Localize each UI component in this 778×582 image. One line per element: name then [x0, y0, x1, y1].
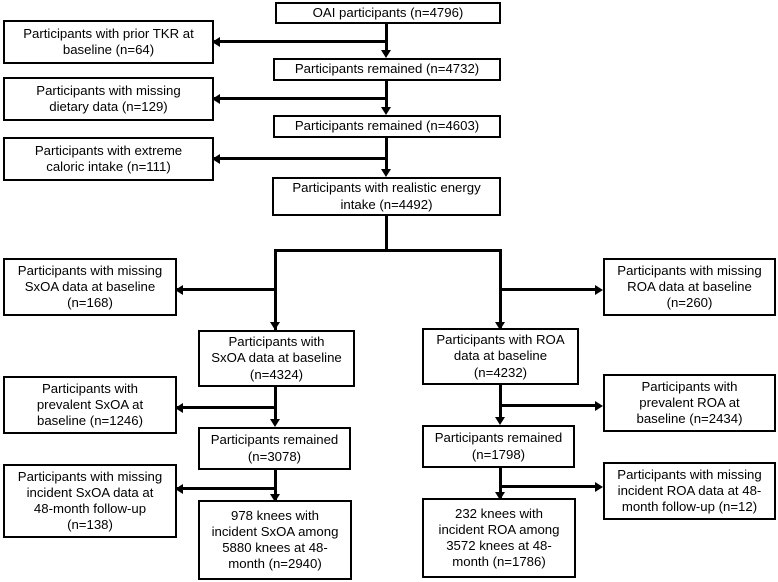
connector-to-missing-incident-sxoa: [176, 487, 276, 490]
box-incident-roa-result: 232 knees with incident ROA among 3572 k…: [422, 498, 576, 578]
box-roa-baseline: Participants with ROA data at baseline (…: [422, 328, 579, 385]
arrowhead-incident-sxoa-result: [270, 494, 280, 502]
box-realistic-energy: Participants with realistic energy intak…: [272, 177, 501, 216]
arrowhead-incident-roa-result: [495, 492, 505, 500]
connector-split-right: [499, 249, 502, 331]
arrowhead-realistic-energy: [381, 169, 391, 177]
box-extreme-caloric: Participants with extreme caloric intake…: [3, 137, 214, 181]
connector-to-missing-roa: [501, 288, 596, 291]
arrowhead-remained4603: [381, 107, 391, 115]
connector-to-missing-sxoa: [176, 288, 276, 291]
arrowhead-missing-sxoa: [175, 284, 183, 295]
connector-sxoa-to-remained3078: [274, 387, 277, 421]
box-incident-sxoa-result: 978 knees with incident SxOA among 5880 …: [198, 500, 352, 580]
arrowhead-remained1798: [495, 417, 505, 425]
arrowhead-extreme-caloric: [212, 153, 220, 164]
box-missing-incident-sxoa: Participants with missing incident SxOA …: [3, 464, 177, 538]
arrowhead-prevalent-roa: [595, 400, 603, 411]
connector-remained1798-to-result: [499, 468, 502, 498]
box-prior-tkr: Participants with prior TKR at baseline …: [3, 20, 214, 64]
arrowhead-missing-incident-sxoa: [175, 483, 183, 494]
box-oai-participants: OAI participants (n=4796): [275, 2, 501, 24]
connector-oai-to-remained4732: [385, 23, 388, 51]
arrowhead-roa-baseline: [495, 322, 505, 330]
connector-to-missing-incident-roa: [501, 485, 596, 488]
connector-realistic-to-split: [385, 215, 388, 251]
split-bar: [274, 249, 502, 252]
connector-to-missing-dietary: [213, 97, 387, 100]
box-remained-3078: Participants remained (n=3078): [198, 427, 351, 470]
box-remained-4603: Participants remained (n=4603): [273, 115, 501, 138]
arrowhead-prevalent-sxoa: [175, 402, 183, 413]
arrowhead-missing-dietary: [212, 93, 220, 104]
box-remained-1798: Participants remained (n=1798): [422, 425, 575, 468]
box-sxoa-baseline: Participants with SxOA data at baseline …: [198, 330, 355, 387]
connector-to-prior-tkr: [213, 40, 387, 43]
arrowhead-remained3078: [270, 419, 280, 427]
connector-to-extreme-caloric: [213, 157, 387, 160]
connector-remained4732-to-remained4603: [385, 80, 388, 108]
connector-roa-to-remained1798: [499, 385, 502, 419]
arrowhead-prior-tkr: [212, 36, 220, 47]
box-prevalent-sxoa: Participants with prevalent SxOA at base…: [3, 376, 177, 434]
connector-to-prevalent-sxoa: [176, 406, 276, 409]
connector-to-prevalent-roa: [501, 404, 596, 407]
box-missing-dietary: Participants with missing dietary data (…: [3, 77, 214, 121]
arrowhead-sxoa-baseline: [270, 322, 280, 330]
arrowhead-missing-incident-roa: [595, 481, 603, 492]
connector-remained3078-to-result: [274, 470, 277, 500]
arrowhead-oai-to-remained4732: [381, 50, 391, 58]
box-missing-roa-baseline: Participants with missing ROA data at ba…: [603, 258, 776, 316]
box-missing-incident-roa: Participants with missing incident ROA d…: [603, 462, 776, 520]
box-remained-4732: Participants remained (n=4732): [273, 58, 501, 81]
box-missing-sxoa-baseline: Participants with missing SxOA data at b…: [3, 258, 177, 316]
connector-remained4603-to-realistic: [385, 137, 388, 171]
arrowhead-missing-roa: [595, 284, 603, 295]
box-prevalent-roa: Participants with prevalent ROA at basel…: [603, 374, 776, 432]
